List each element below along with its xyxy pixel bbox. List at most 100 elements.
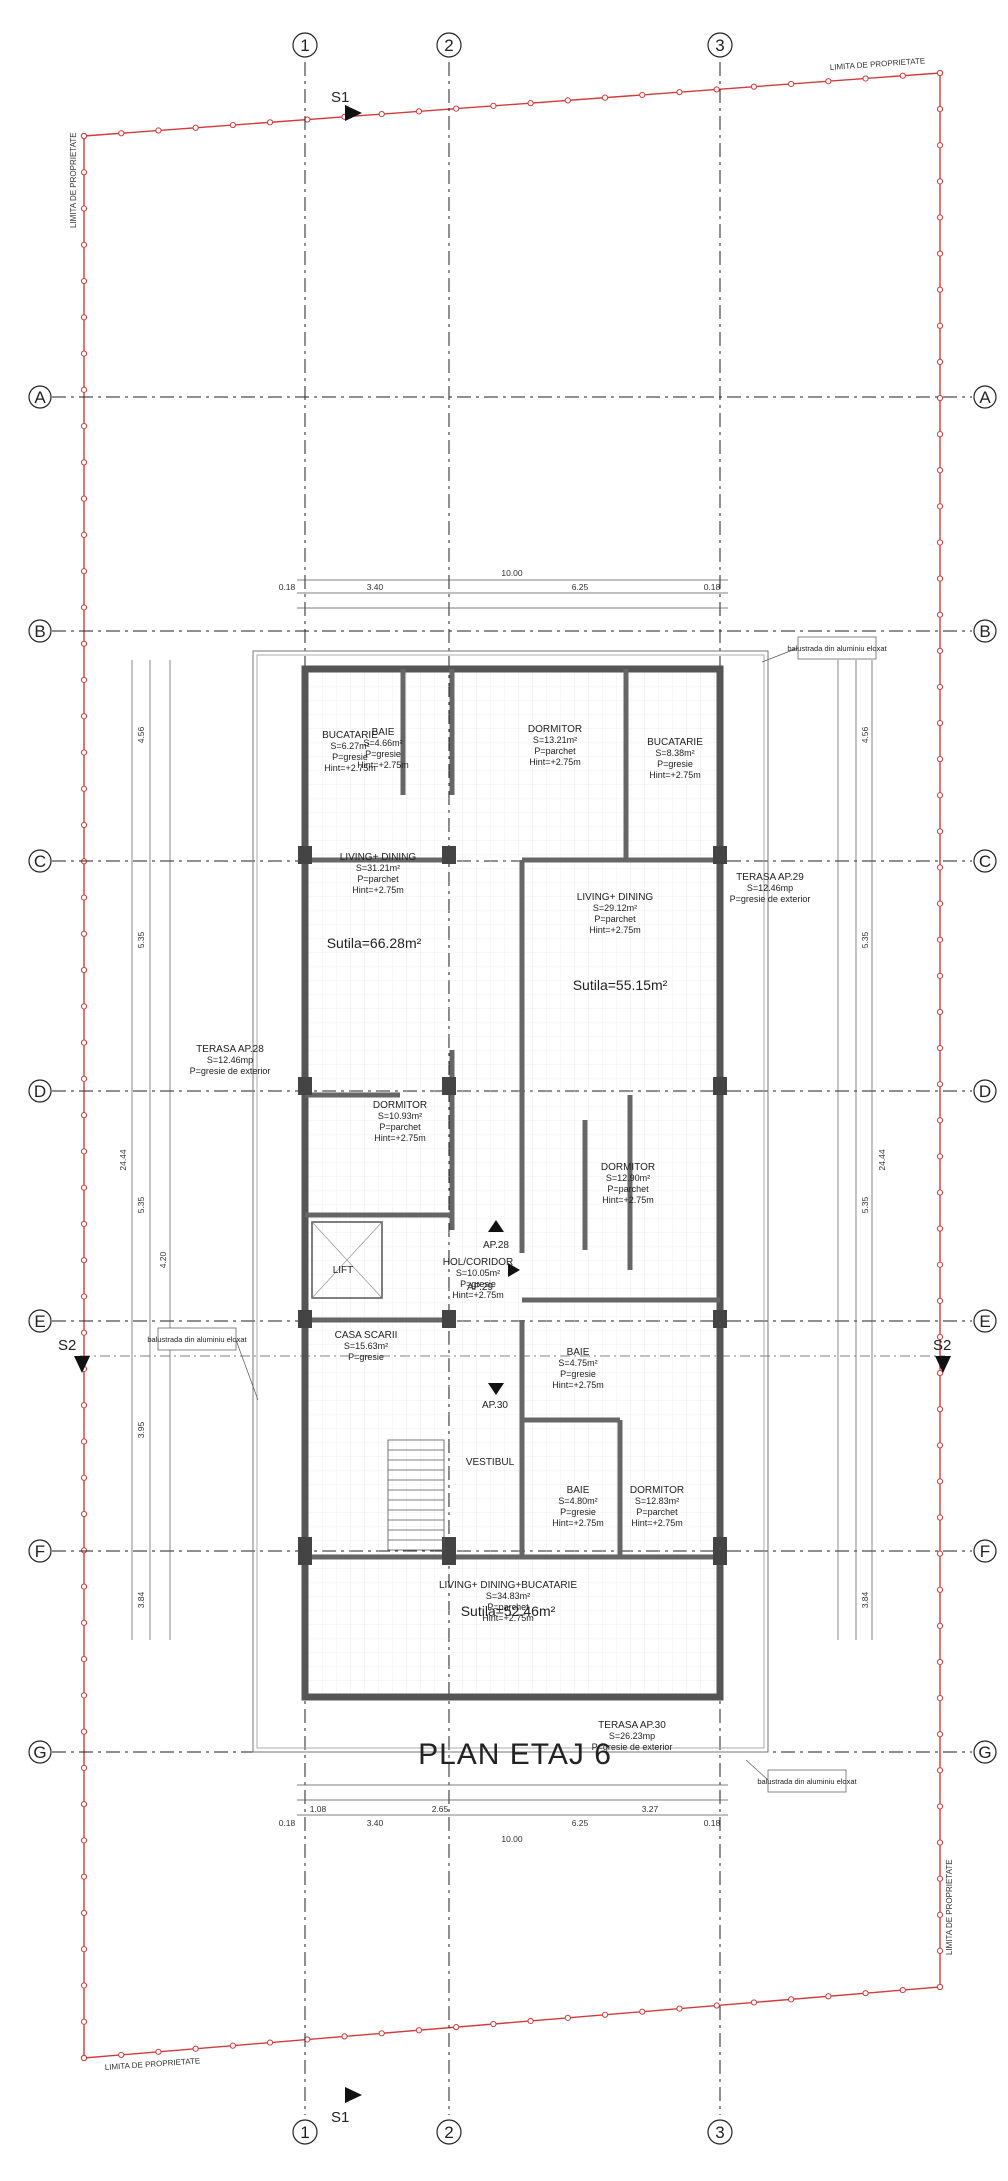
dim-d-top: 0.18: [704, 582, 721, 592]
limit-marker: [80, 785, 88, 792]
limit-marker: [936, 1153, 944, 1160]
room-name: DORMITOR: [373, 1100, 427, 1111]
limit-marker: [80, 749, 88, 756]
label-vestibul: VESTIBUL: [466, 1457, 515, 1468]
limit-marker: [936, 1911, 944, 1918]
room-h: Hint=+2.75m: [602, 1195, 654, 1205]
room-floor: P=parchet: [534, 746, 576, 756]
limit-marker: [80, 1982, 88, 1989]
room-name: CASA SCARII: [335, 1330, 398, 1341]
limit-marker: [936, 828, 944, 835]
limit-marker: [80, 1184, 88, 1191]
limit-marker: [80, 459, 88, 466]
limit-marker: [80, 1728, 88, 1735]
limit-marker: [80, 1692, 88, 1699]
room-name: LIVING+ DINING: [577, 892, 654, 903]
axis-label-d-right: D: [979, 1082, 991, 1101]
room-floor: P=parchet: [607, 1184, 649, 1194]
limit-marker: [936, 756, 944, 763]
limit-marker: [527, 2017, 534, 2025]
room-floor: P=gresie: [560, 1369, 596, 1379]
limit-marker: [936, 1442, 944, 1449]
room-area: S=12.46mp: [207, 1055, 253, 1065]
limit-marker: [750, 1999, 758, 2006]
room-area: S=12.90m²: [606, 1173, 650, 1183]
room-area: S=10.93m²: [378, 1111, 422, 1121]
limit-marker: [936, 1297, 944, 1304]
room-name: LIVING+ DINING+BUCATARIE: [439, 1580, 577, 1591]
limit-marker: [899, 72, 906, 79]
room-name: TERASA AP.30: [598, 1720, 666, 1731]
limit-marker: [936, 539, 944, 546]
limit-marker: [80, 205, 88, 212]
limit-marker: [80, 1329, 88, 1336]
interior-walls: [305, 669, 720, 1560]
label-ap29: AP.29: [467, 1282, 493, 1293]
room-name: DORMITOR: [528, 724, 582, 735]
limit-marker: [564, 2014, 571, 2021]
limit-marker: [639, 91, 646, 99]
limit-marker: [80, 1148, 88, 1155]
limit-marker: [266, 2039, 274, 2046]
limit-marker: [80, 1583, 88, 1590]
axis-label-1-top: 1: [300, 36, 309, 55]
limit-marker: [80, 423, 88, 430]
limit-marker: [80, 1510, 88, 1518]
room-h: Hint=+2.75m: [357, 760, 409, 770]
dim-right-1: 4.56: [860, 726, 870, 743]
structural-columns: [298, 846, 727, 1565]
room-name: DORMITOR: [601, 1162, 655, 1173]
limit-marker: [80, 169, 88, 176]
axis-label-b-right: B: [979, 622, 990, 641]
limit-marker: [936, 792, 944, 799]
limit-marker: [936, 1622, 944, 1629]
room-area: S=4.66m²: [363, 738, 402, 748]
room-name: LIVING+ DINING: [340, 852, 417, 863]
limit-marker: [936, 1803, 944, 1810]
limit-marker: [936, 1333, 944, 1341]
limit-marker: [936, 250, 944, 257]
limit-marker: [825, 78, 832, 85]
room-floor: P=gresie de exterior: [730, 894, 811, 904]
dim-d-bottom: 0.18: [704, 1818, 721, 1828]
axis-label-2-top: 2: [444, 36, 453, 55]
limit-marker: [936, 1658, 944, 1666]
room-floor: P=gresie de exterior: [592, 1742, 673, 1752]
limit-marker: [80, 821, 88, 829]
limit-marker: [936, 683, 944, 691]
limit-marker: [192, 124, 199, 131]
limit-marker: [118, 2051, 125, 2059]
axis-label-g-right: G: [978, 1743, 991, 1762]
limit-marker: [527, 100, 534, 107]
dim-bottom-c: 3.27: [642, 1804, 659, 1814]
limit-marker: [378, 2030, 385, 2037]
limit-marker: [676, 2005, 683, 2012]
limit-marker: [936, 1875, 944, 1882]
room-floor: P=parchet: [487, 1602, 529, 1612]
limit-marker: [936, 1586, 944, 1593]
limit-marker: [80, 1873, 88, 1880]
axis-label-f-left: F: [35, 1542, 45, 1561]
limit-marker: [80, 1293, 88, 1300]
limit-marker: [601, 2011, 609, 2018]
axis-label-3-top: 3: [715, 36, 724, 55]
room-area: S=4.80m²: [558, 1496, 597, 1506]
limit-marker: [899, 1986, 906, 1994]
label-sutil-2: Sutila=55.15m²: [573, 977, 668, 993]
dim-b-top: 3.40: [367, 582, 384, 592]
dim-c-top: 6.25: [572, 582, 589, 592]
axis-label-e-left: E: [34, 1312, 45, 1331]
limit-marker: [936, 575, 944, 582]
room-label: LIVING+ DININGS=31.21m²P=parchetHint=+2.…: [340, 852, 417, 895]
axis-label-d-left: D: [34, 1082, 46, 1101]
limit-marker: [80, 1003, 88, 1010]
page-title: PLAN ETAJ 6: [418, 1738, 612, 1771]
room-name: BAIE: [372, 727, 395, 738]
limit-marker: [936, 1406, 944, 1413]
room-h: Hint=+2.75m: [589, 925, 641, 935]
limit-marker: [936, 1225, 944, 1232]
limit-marker: [601, 94, 609, 101]
